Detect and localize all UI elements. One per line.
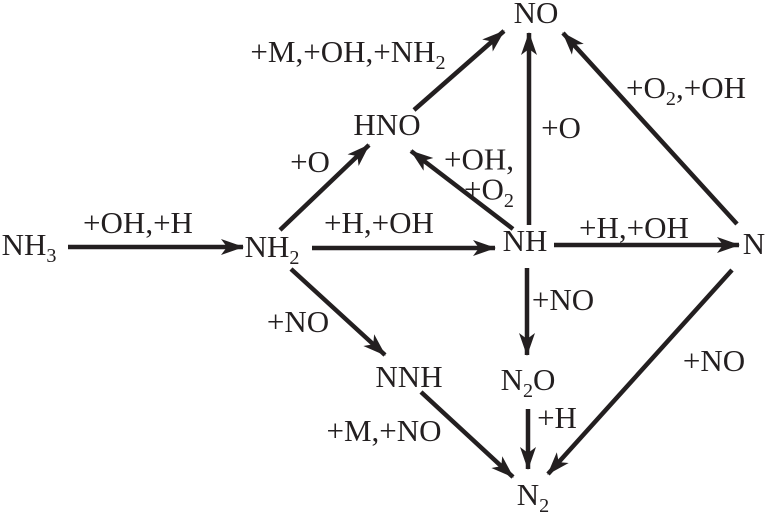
reaction-arrow-N-to-N2 [546, 268, 734, 476]
edge-label-NH2-to-NNH: +NO [266, 303, 330, 339]
reaction-arrow-NH2-to-HNO [278, 143, 371, 232]
edge-label-N-to-NO: +O2,+OH [626, 69, 746, 110]
reaction-arrow-NH-to-HNO [409, 149, 515, 231]
species-node-NO: NO [513, 0, 559, 30]
species-node-N2O: N2O [500, 361, 556, 402]
species-node-NH: NH [502, 222, 548, 258]
edge-label-NH3-to-NH2: +OH,+H [83, 204, 193, 240]
reaction-arrows [68, 29, 740, 479]
edge-label-N2O-to-N2: +H [537, 399, 577, 435]
species-node-NH2: NH2 [244, 228, 300, 269]
species-node-HNO: HNO [353, 106, 421, 142]
edge-label-NH-to-HNO: +OH,+O2 [443, 141, 515, 213]
species-node-NH3: NH3 [1, 226, 57, 267]
edge-label-NH2-to-HNO: +O [290, 143, 330, 179]
reaction-arrow-N-to-NO [561, 31, 739, 226]
edge-label-NNH-to-N2: +M,+NO [326, 412, 442, 448]
edge-label-N-to-N2: +NO [682, 342, 746, 378]
reaction-arrow-HNO-to-NO [412, 29, 506, 112]
edge-label-NH-to-N: +H,+OH [579, 209, 689, 245]
edge-label-HNO-to-NO: +M,+OH,+NH2 [250, 33, 446, 74]
reaction-arrow-NNH-to-N2 [419, 390, 515, 479]
edge-label-NH2-to-NH: +H,+OH [324, 204, 434, 240]
edge-label-NH-to-NO: +O [541, 109, 581, 145]
reaction-arrow-NH2-to-NNH [289, 267, 387, 357]
edge-label-NH-to-N2O: +NO [531, 281, 595, 317]
species-node-N2: N2 [516, 476, 550, 515]
species-node-NNH: NNH [375, 358, 443, 394]
species-node-N: N [742, 225, 766, 261]
